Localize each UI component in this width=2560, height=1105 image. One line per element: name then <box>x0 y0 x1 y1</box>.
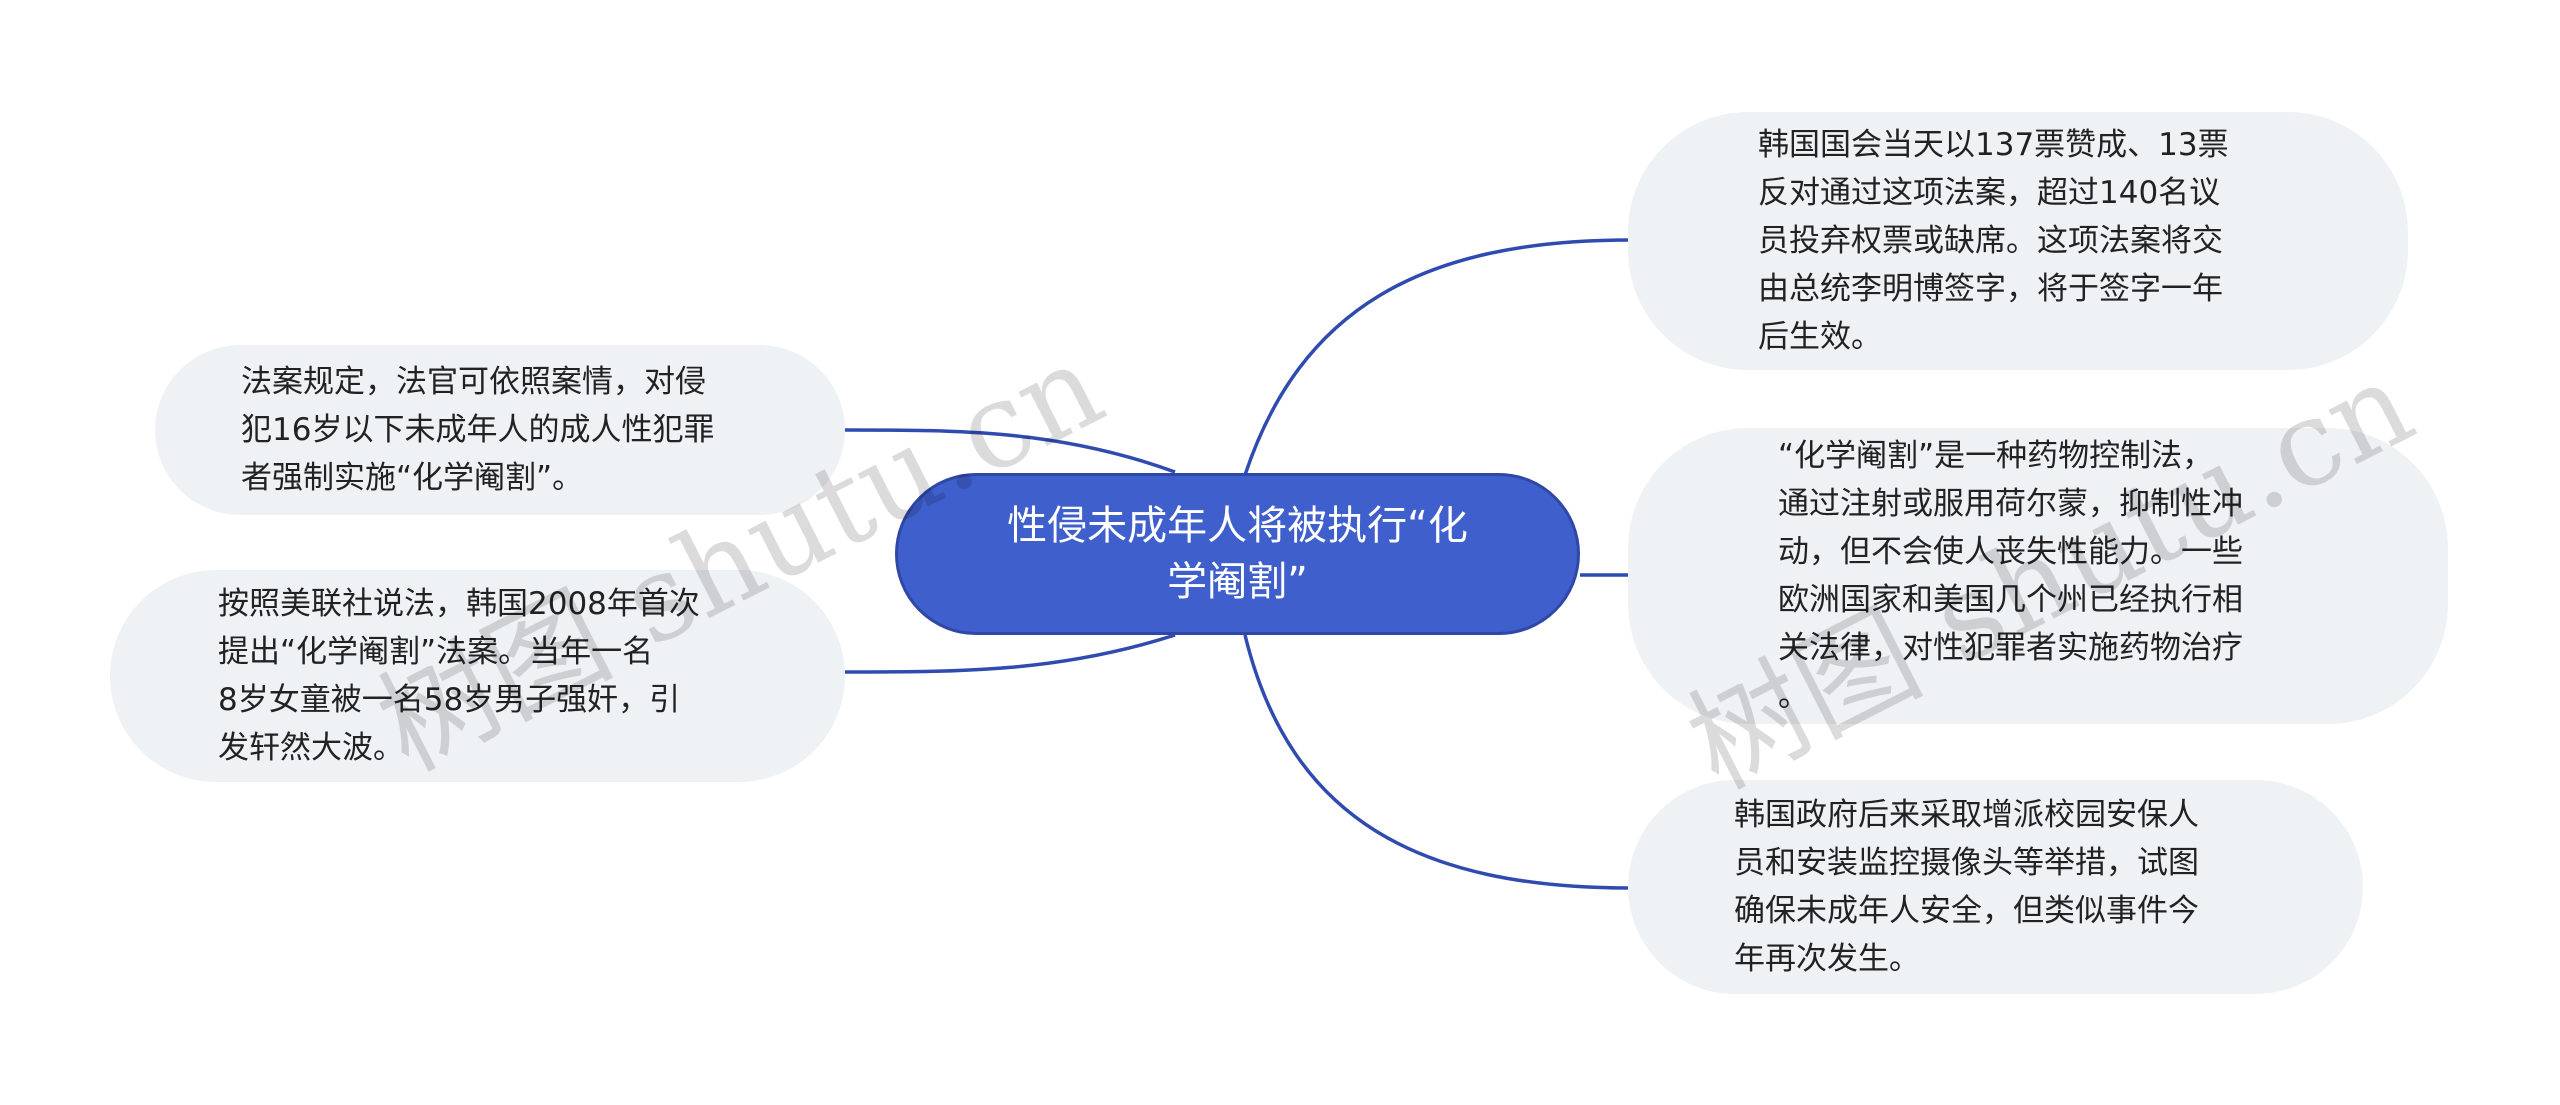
topic-text: 韩国政府后来采取增派校园安保人 员和安装监控摄像头等举措，试图 确保未成年人安全… <box>1734 797 2199 977</box>
connector-l2 <box>844 633 1176 674</box>
topic-node-r2[interactable]: “化学阉割”是一种药物控制法， 通过注射或服用荷尔蒙，抑制性冲 动，但不会使人丧… <box>1628 428 2448 724</box>
connector-l1 <box>844 428 1176 474</box>
topic-text: 法案规定，法官可依照案情，对侵 犯16岁以下未成年人的成人性犯罪 者强制实施“化… <box>241 364 715 496</box>
topic-node-r1[interactable]: 韩国国会当天以137票赞成、13票 反对通过这项法案，超过140名议 员投弃权票… <box>1628 112 2408 370</box>
connector-r3 <box>1243 634 1631 890</box>
connector-r1 <box>1243 238 1631 476</box>
topic-text: “化学阉割”是一种药物控制法， 通过注射或服用荷尔蒙，抑制性冲 动，但不会使人丧… <box>1778 438 2243 714</box>
root-topic-node[interactable]: 性侵未成年人将被执行“化学阉割” <box>895 473 1580 635</box>
topic-node-l1[interactable]: 法案规定，法官可依照案情，对侵 犯16岁以下未成年人的成人性犯罪 者强制实施“化… <box>155 345 845 515</box>
topic-text: 按照美联社说法，韩国2008年首次 提出“化学阉割”法案。当年一名 8岁女童被一… <box>218 586 700 766</box>
root-topic-title: 性侵未成年人将被执行“化学阉割” <box>1007 503 1468 605</box>
topic-node-r3[interactable]: 韩国政府后来采取增派校园安保人 员和安装监控摄像头等举措，试图 确保未成年人安全… <box>1628 780 2363 994</box>
topic-node-l2[interactable]: 按照美联社说法，韩国2008年首次 提出“化学阉割”法案。当年一名 8岁女童被一… <box>110 570 845 782</box>
topic-text: 韩国国会当天以137票赞成、13票 反对通过这项法案，超过140名议 员投弃权票… <box>1758 127 2229 355</box>
